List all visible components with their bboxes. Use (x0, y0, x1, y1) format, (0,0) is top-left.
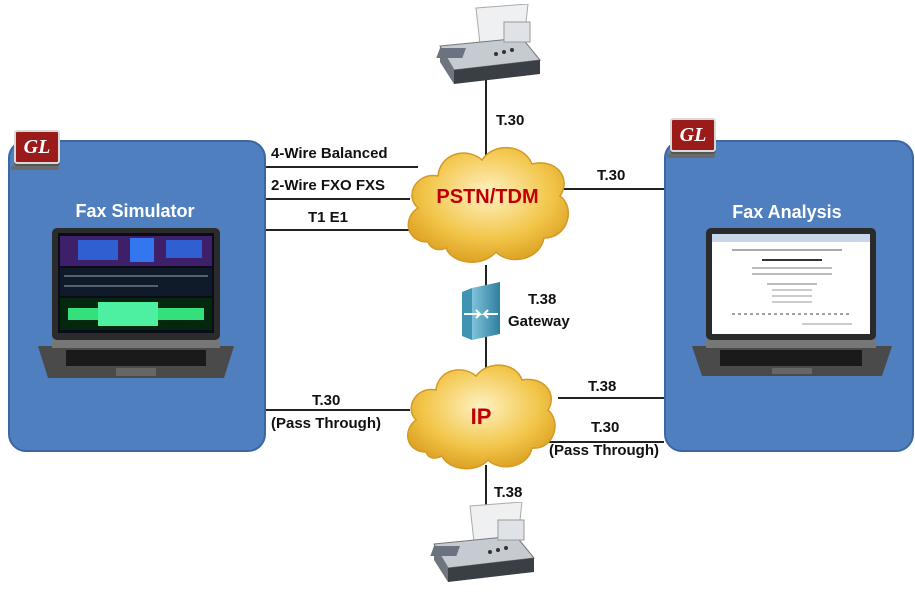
label-gateway-t38: T.38 (528, 291, 557, 308)
fax-machine-top-icon (432, 4, 544, 94)
fax-analysis-title: Fax Analysis (732, 202, 842, 222)
analysis-laptop (692, 228, 892, 378)
gl-logo-left-base (11, 166, 59, 170)
fax-machine-bottom-icon (426, 502, 538, 594)
label-ip-left-t30: T.30 (312, 392, 341, 409)
label-ip-right-t38: T.38 (588, 378, 617, 395)
label-ip-right-pass-through: (Pass Through) (549, 442, 660, 459)
gl-logo-right: GL (670, 118, 716, 152)
gl-logo-left: GL (14, 130, 60, 164)
simulator-laptop (38, 228, 234, 380)
pstn-cloud-label: PSTN/TDM (436, 186, 539, 208)
label-2-wire-fxo-fxs: 2-Wire FXO FXS (271, 177, 386, 194)
label-ip-right-t30: T.30 (591, 419, 620, 436)
label-gateway: Gateway (508, 313, 570, 330)
label-ip-left-pass-through: (Pass Through) (271, 415, 382, 432)
fax-simulator-title: Fax Simulator (75, 201, 195, 221)
gl-logo-right-base (667, 154, 715, 158)
ip-cloud (400, 358, 562, 476)
label-top-fax-t30: T.30 (496, 112, 525, 129)
ip-cloud-label: IP (470, 404, 492, 429)
label-bottom-fax-t38: T.38 (494, 484, 523, 501)
label-pstn-right-t30: T.30 (597, 167, 626, 184)
pstn-cloud (400, 138, 575, 270)
label-t1-e1: T1 E1 (308, 209, 349, 226)
t38-gateway-icon (462, 282, 510, 340)
label-4-wire-balanced: 4-Wire Balanced (271, 145, 388, 162)
